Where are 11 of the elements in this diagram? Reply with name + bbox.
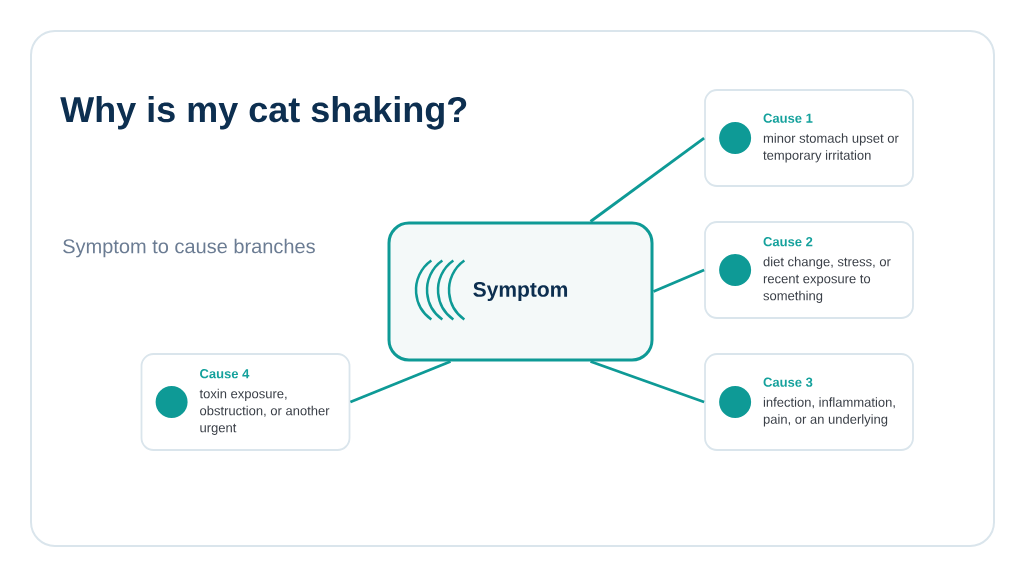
connector-line xyxy=(652,268,705,293)
cause-card: Cause 3 infection, inflammation, pain, or an underlying xyxy=(704,353,914,451)
cause-card: Cause 1 minor stomach upset or temporary irritation xyxy=(704,89,914,187)
cause-card: Cause 2 diet change, stress, or recent exposure to something xyxy=(704,221,914,319)
subtitle: Symptom to cause branches xyxy=(63,238,315,258)
connector-line xyxy=(590,360,705,404)
cause-card: Cause 4 toxin exposure, obstruction, or another urgent xyxy=(140,353,351,451)
symptom-box: Symptom xyxy=(387,221,654,362)
title: Why is my cat shaking? xyxy=(60,95,467,130)
connector-line xyxy=(589,136,705,223)
connector-line xyxy=(349,360,452,404)
